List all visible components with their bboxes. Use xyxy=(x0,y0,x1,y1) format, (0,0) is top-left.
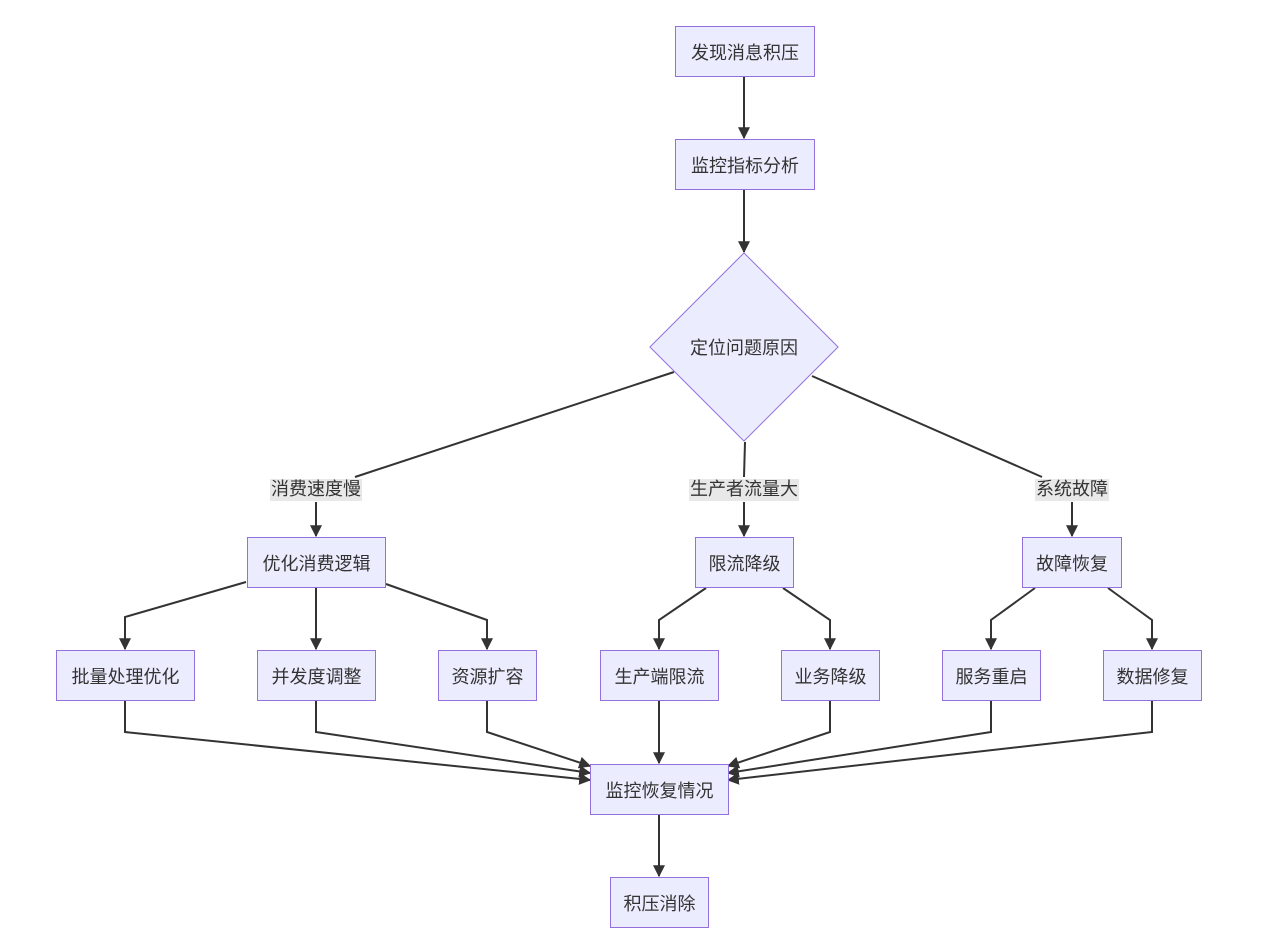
edge-ratelimit-to-degrade xyxy=(782,587,836,651)
node-discover-backlog[interactable]: 发现消息积压 xyxy=(675,26,815,77)
node-monitor-recovery[interactable]: 监控恢复情况 xyxy=(590,764,729,815)
edge-degrade-to-monitor xyxy=(726,701,831,769)
node-batch-optimization[interactable]: 批量处理优化 xyxy=(56,650,195,701)
edge-label-producer-heavy: 生产者流量大 xyxy=(689,479,799,501)
edge-label-slow-consume: 消费速度慢 xyxy=(270,479,362,501)
node-optimize-logic[interactable]: 优化消费逻辑 xyxy=(247,537,386,588)
edge-label-system-fault: 系统故障 xyxy=(1035,479,1109,501)
edge-concurrency-to-monitor xyxy=(315,701,592,778)
edge-locate-to-producer xyxy=(743,441,746,478)
node-business-degrade[interactable]: 业务降级 xyxy=(781,650,880,701)
node-service-restart[interactable]: 服务重启 xyxy=(942,650,1041,701)
edge-ratelimit-to-producerlimit xyxy=(653,587,707,651)
edge-recovery-to-repair xyxy=(1107,587,1158,651)
edge-locate-to-slow xyxy=(354,371,675,478)
node-backlog-cleared[interactable]: 积压消除 xyxy=(610,877,709,928)
node-concurrency-adjust[interactable]: 并发度调整 xyxy=(257,650,376,701)
edge-batch-to-monitor xyxy=(124,701,592,785)
node-producer-rate-limit[interactable]: 生产端限流 xyxy=(600,650,719,701)
decision-label: 定位问题原因 xyxy=(690,338,798,359)
edge-recovery-to-restart xyxy=(985,587,1036,651)
edge-restart-to-monitor xyxy=(726,701,992,778)
edge-locate-to-fault xyxy=(811,375,1043,478)
node-rate-limit-degrade[interactable]: 限流降级 xyxy=(695,537,794,588)
node-monitor-analysis[interactable]: 监控指标分析 xyxy=(675,139,815,190)
edge-optimize-to-batch xyxy=(119,581,247,651)
edge-repair-to-monitor xyxy=(726,701,1153,785)
node-fault-recovery[interactable]: 故障恢复 xyxy=(1022,537,1122,588)
node-data-repair[interactable]: 数据修复 xyxy=(1103,650,1202,701)
node-scale-resources[interactable]: 资源扩容 xyxy=(438,650,537,701)
edge-scale-to-monitor xyxy=(486,701,592,769)
node-locate-cause-decision[interactable]: 定位问题原因 xyxy=(649,252,839,442)
edge-optimize-to-scale xyxy=(385,583,493,651)
